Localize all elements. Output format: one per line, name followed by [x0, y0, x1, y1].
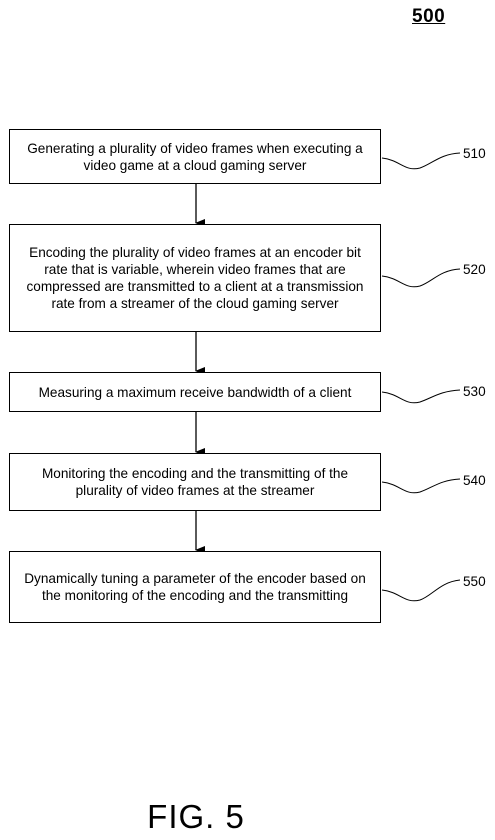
reference-number-510: 510 [463, 146, 486, 161]
step-text-550: Dynamically tuning a parameter of the en… [24, 571, 366, 603]
leader-line-520 [381, 268, 461, 288]
step-text-530: Measuring a maximum receive bandwidth of… [38, 384, 352, 400]
leader-line-530 [381, 389, 461, 404]
leader-line-510 [381, 152, 461, 170]
leader-line-540 [381, 478, 461, 494]
step-box-520: Encoding the plurality of video frames a… [9, 224, 381, 332]
reference-number-530: 530 [463, 384, 486, 399]
step-box-510: Generating a plurality of video frames w… [9, 129, 381, 184]
leader-line-550 [381, 579, 461, 602]
step-box-550: Dynamically tuning a parameter of the en… [9, 551, 381, 623]
reference-number-550: 550 [463, 574, 486, 589]
step-text-540: Monitoring the encoding and the transmit… [41, 466, 349, 498]
step-box-540: Monitoring the encoding and the transmit… [9, 453, 381, 511]
reference-number-540: 540 [463, 473, 486, 488]
step-box-530: Measuring a maximum receive bandwidth of… [9, 372, 381, 412]
reference-number-520: 520 [463, 262, 486, 277]
figure-caption: FIG. 5 [147, 798, 245, 835]
step-text-510: Generating a plurality of video frames w… [27, 140, 363, 173]
step-text-520: Encoding the plurality of video frames a… [26, 245, 364, 311]
figure-number: 500 [412, 6, 446, 27]
